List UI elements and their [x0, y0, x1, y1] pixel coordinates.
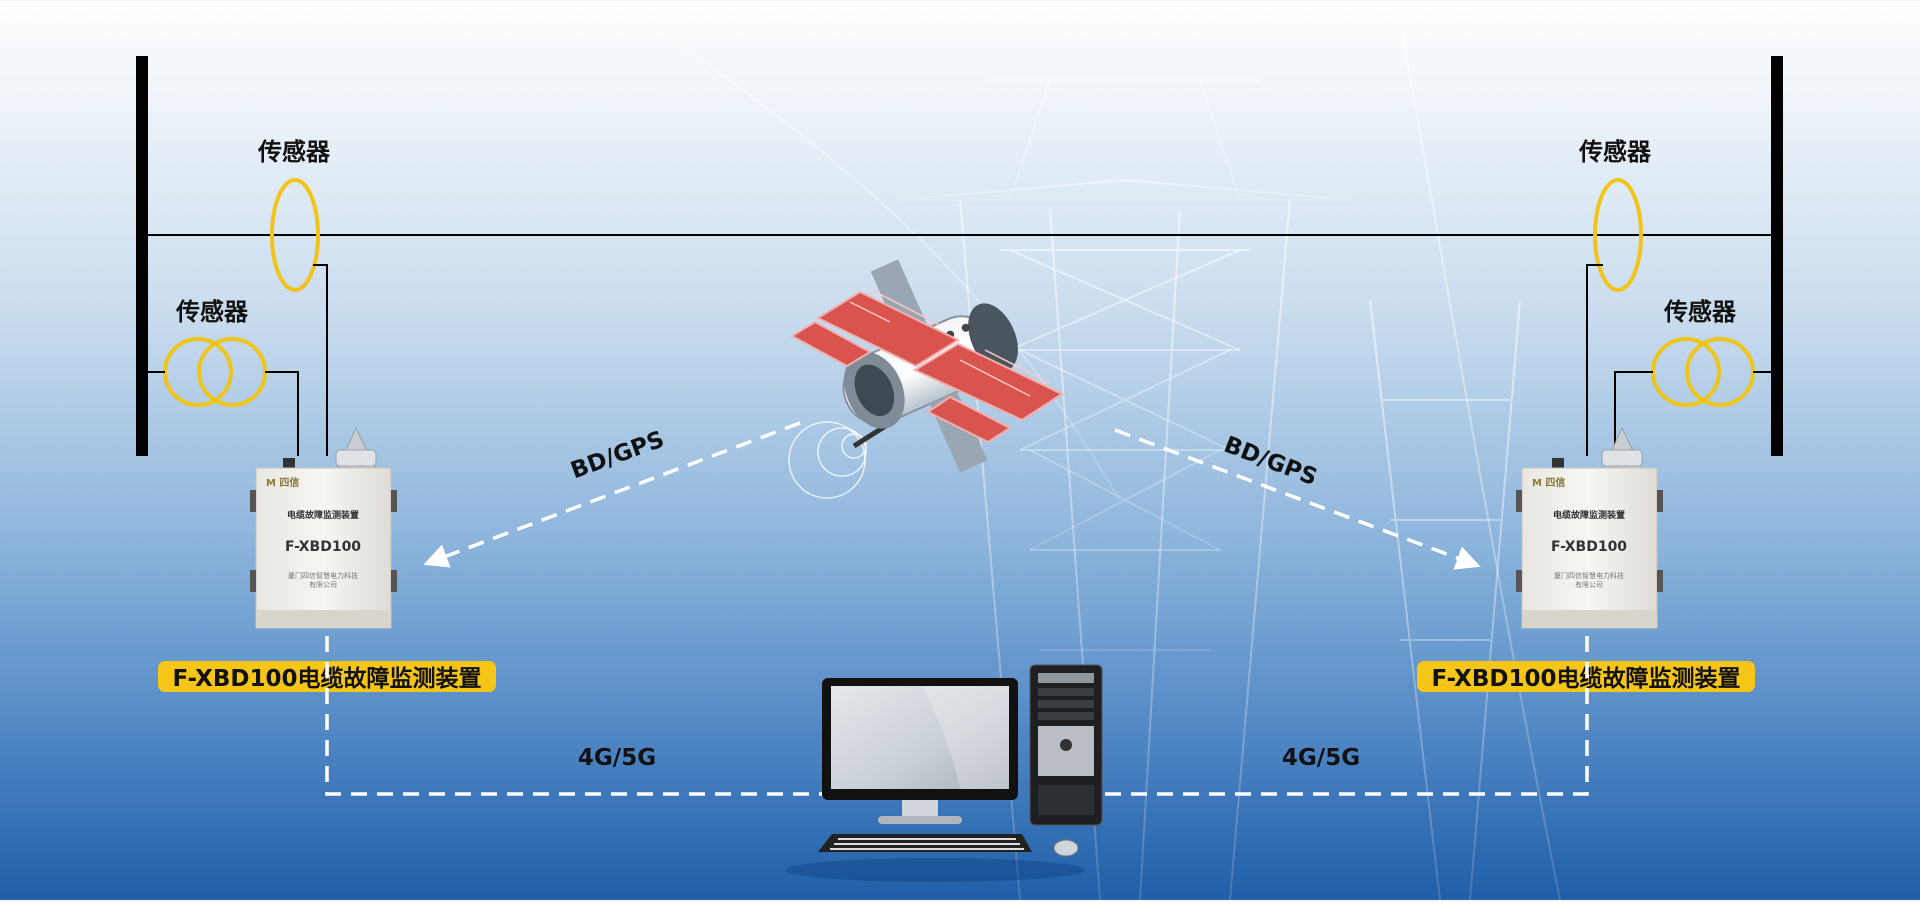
- device-company-line1: 厦门四信智慧电力科技: [288, 571, 358, 580]
- left-monitoring-device: M 四信 电缆故障监测装置 F-XBD100 厦门四信智慧电力科技 有限公司: [250, 426, 397, 629]
- right-monitoring-device: M 四信 电缆故障监测装置 F-XBD100 厦门四信智慧电力科技 有限公司: [1516, 426, 1663, 629]
- device-company-line2: 有限公司: [1575, 580, 1603, 589]
- device-company-line1: 厦门四信智慧电力科技: [1554, 571, 1624, 580]
- right-line-sensor-ring: [1593, 178, 1643, 292]
- right-satellite-link: [1114, 428, 1481, 570]
- satellite-icon: [788, 259, 1065, 499]
- device-panel-title: 电缆故障监测装置: [287, 509, 359, 521]
- left-4g5g-label: 4G/5G: [578, 745, 656, 771]
- background-towers: [659, 19, 1561, 901]
- left-satellite-link: [423, 421, 801, 568]
- server-computer-icon: [785, 664, 1103, 882]
- sensor-label-left-top: 传感器: [257, 138, 331, 166]
- right-sensors: [1586, 178, 1771, 456]
- device-brand: M 四信: [1532, 476, 1565, 489]
- sensor-label-right-top: 传感器: [1578, 138, 1652, 166]
- right-4g5g-label: 4G/5G: [1282, 745, 1360, 771]
- right-device-caption: F-XBD100电缆故障监测装置: [1417, 661, 1755, 692]
- right-pole: [1771, 56, 1783, 456]
- left-sensors: [148, 178, 328, 456]
- device-company-line2: 有限公司: [309, 580, 337, 589]
- left-pole: [136, 56, 148, 456]
- right-bdgps-label: BD/GPS: [1220, 432, 1320, 491]
- device-panel-title: 电缆故障监测装置: [1553, 509, 1625, 521]
- sensor-label-right-mid: 传感器: [1663, 298, 1737, 326]
- sensor-label-left-mid: 传感器: [175, 298, 249, 326]
- mouse-icon: [1053, 839, 1079, 857]
- network-links: [325, 421, 1589, 796]
- left-4g-link: [325, 636, 825, 796]
- right-4g-link: [1100, 636, 1589, 796]
- device-panel-model: F-XBD100: [285, 539, 361, 555]
- left-bdgps-label: BD/GPS: [567, 427, 667, 485]
- device-brand: M 四信: [266, 476, 299, 489]
- device-panel-model: F-XBD100: [1551, 539, 1627, 555]
- left-line-sensor-ring: [270, 178, 320, 292]
